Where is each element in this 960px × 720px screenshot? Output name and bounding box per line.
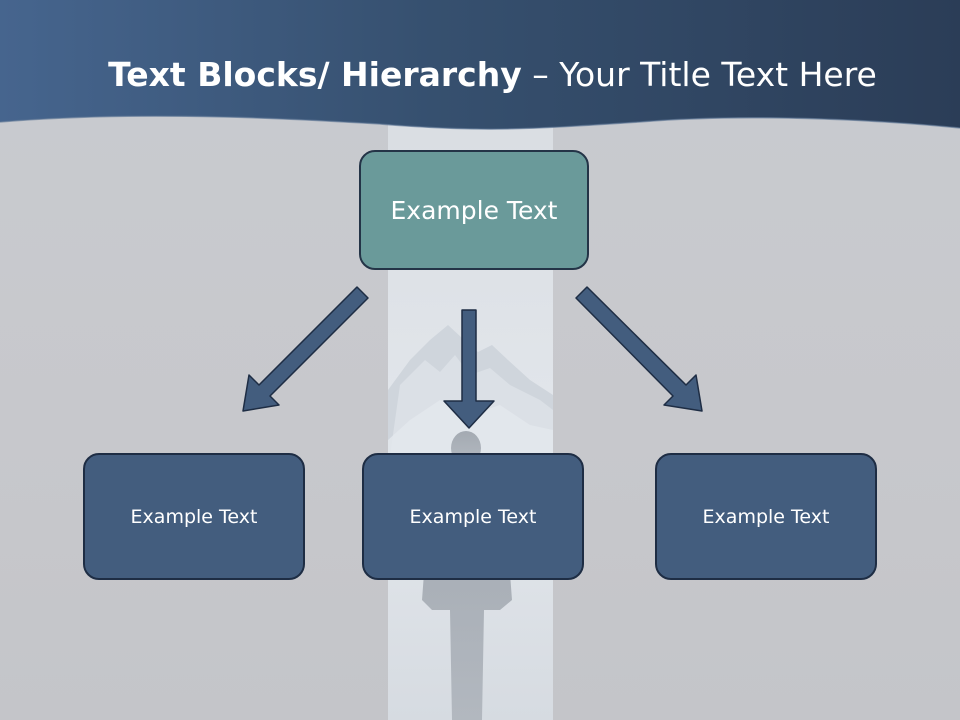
arrow-center: [443, 309, 495, 429]
child-text-block-center: Example Text: [362, 453, 584, 580]
header-band: [0, 0, 960, 130]
title-rest-part: – Your Title Text Here: [521, 55, 877, 94]
title-bold-part: Text Blocks/ Hierarchy: [108, 55, 522, 94]
top-text-block-label: Example Text: [390, 195, 558, 225]
child-text-block-label: Example Text: [702, 505, 830, 528]
arrow-right: [575, 286, 703, 412]
child-text-block-label: Example Text: [409, 505, 537, 528]
arrow-left: [242, 286, 369, 412]
child-text-block-left: Example Text: [83, 453, 305, 580]
slide-title: Text Blocks/ Hierarchy – Your Title Text…: [0, 52, 960, 98]
child-text-block-label: Example Text: [130, 505, 258, 528]
child-text-block-right: Example Text: [655, 453, 877, 580]
top-text-block: Example Text: [359, 150, 589, 270]
